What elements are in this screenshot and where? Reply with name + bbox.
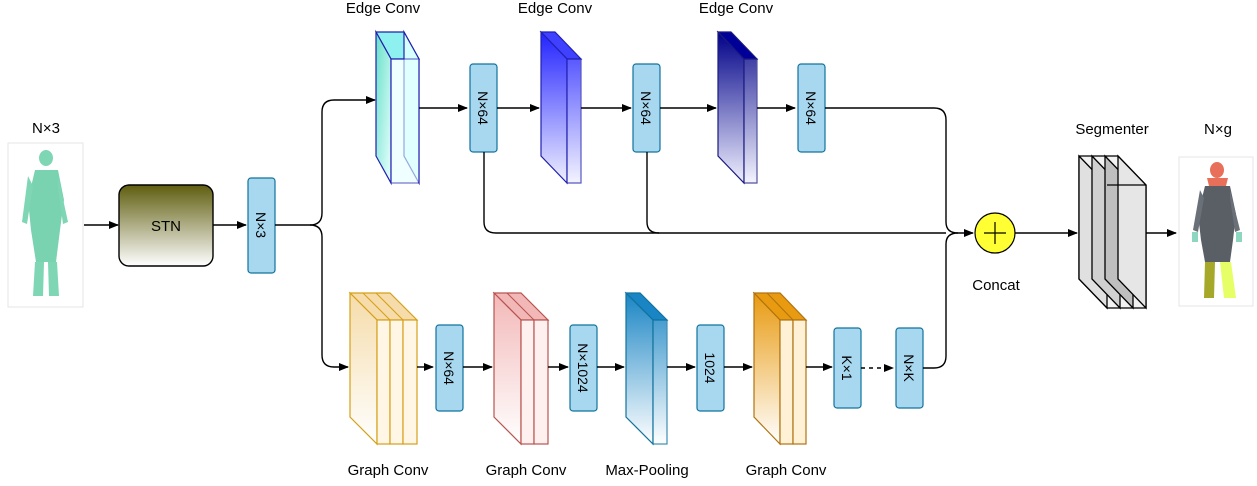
output-segmented-point-cloud-image	[1178, 156, 1254, 307]
tensor-graph-4-label: N×K	[901, 354, 917, 382]
tensor-after-stn-label: N×3	[253, 212, 269, 238]
input-point-cloud-image	[7, 142, 84, 308]
tensor-edge-2: N×64	[632, 63, 661, 153]
tensor-graph-3: K×1	[833, 327, 862, 409]
tensor-pool-label: 1024	[702, 352, 718, 383]
stn-label: STN	[151, 218, 181, 235]
graph-conv-2-label: Graph Conv	[486, 462, 567, 479]
edge-conv-1-label: Edge Conv	[346, 0, 421, 17]
edge-conv-3-block	[716, 30, 759, 185]
edge-conv-1-block	[374, 29, 421, 186]
max-pooling-block	[624, 291, 669, 446]
tensor-graph-4: N×K	[895, 327, 924, 409]
concat-label: Concat	[972, 277, 1020, 294]
tensor-graph-2-label: N×1024	[575, 343, 591, 393]
tensor-pool: 1024	[696, 324, 725, 412]
arrow-to-graph-branch	[309, 224, 349, 371]
graph-conv-1-label: Graph Conv	[348, 462, 429, 479]
segmenter-block	[1078, 154, 1147, 310]
graph-conv-3-label: Graph Conv	[746, 462, 827, 479]
arrow-edge3-to-concat	[825, 107, 974, 237]
tensor-after-stn: N×3	[247, 177, 276, 274]
graph-conv-2-block	[492, 291, 550, 446]
skip-edge2-to-concat	[646, 152, 660, 234]
edge-conv-2-block	[539, 30, 583, 185]
tensor-graph-1-label: N×64	[441, 351, 457, 385]
graph-conv-1-block	[348, 291, 419, 446]
tensor-edge-3: N×64	[797, 63, 826, 153]
concat-node	[974, 212, 1016, 254]
max-pooling-label: Max-Pooling	[605, 462, 688, 479]
tensor-graph-2: N×1024	[569, 324, 598, 412]
tensor-graph-1: N×64	[435, 324, 464, 412]
tensor-graph-3-label: K×1	[839, 355, 855, 381]
arrow-to-edge-branch	[275, 96, 376, 226]
stn-block: STN	[118, 184, 214, 267]
segmenter-label: Segmenter	[1075, 121, 1148, 138]
skip-edge1-to-concat	[483, 152, 946, 234]
input-shape-label: N×3	[32, 120, 60, 137]
tensor-edge-1-label: N×64	[475, 91, 491, 125]
edge-conv-3-label: Edge Conv	[699, 0, 774, 17]
graph-conv-3-block	[752, 291, 808, 446]
tensor-edge-1: N×64	[469, 63, 498, 153]
edge-conv-2-label: Edge Conv	[518, 0, 593, 17]
output-shape-label: N×g	[1204, 121, 1232, 138]
tensor-edge-2-label: N×64	[638, 91, 654, 125]
arrow-graph4-to-concat	[923, 232, 959, 369]
tensor-edge-3-label: N×64	[803, 91, 819, 125]
